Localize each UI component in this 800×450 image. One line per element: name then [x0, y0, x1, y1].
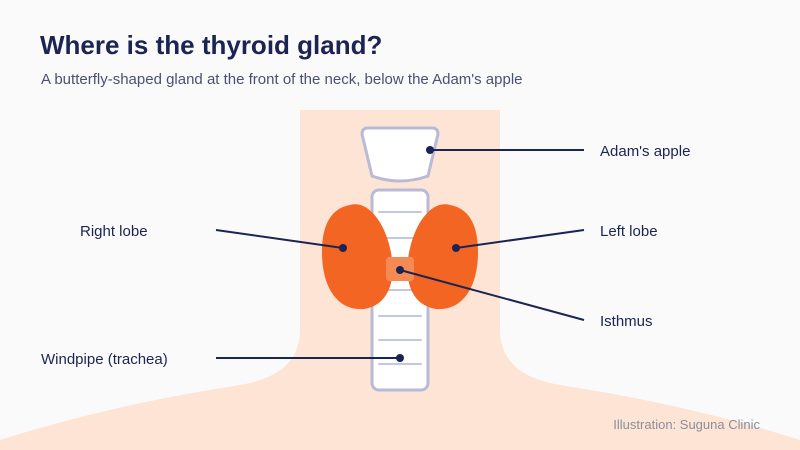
adams-apple-label: Adam's apple	[600, 143, 690, 160]
page-title: Where is the thyroid gland?	[40, 30, 383, 60]
right-lobe-leader	[215, 229, 344, 249]
right-lobe-shape	[322, 204, 393, 310]
left-lobe-leader	[455, 229, 585, 249]
isthmus-leader	[399, 269, 585, 321]
page-subtitle: A butterfly-shaped gland at the front of…	[41, 71, 523, 88]
isthmus-dot	[396, 266, 404, 274]
windpipe-label: Windpipe (trachea)	[41, 351, 168, 368]
right-lobe-dot	[339, 244, 347, 252]
right-lobe-label: Right lobe	[80, 223, 148, 240]
adams-apple-shape	[360, 126, 440, 183]
left-lobe-shape	[407, 204, 478, 310]
isthmus-label: Isthmus	[600, 313, 653, 330]
windpipe-dot	[396, 354, 404, 362]
left-lobe-label: Left lobe	[600, 223, 658, 240]
illustration-credit: Illustration: Suguna Clinic	[613, 417, 760, 432]
left-lobe-dot	[452, 244, 460, 252]
adams-apple-dot	[426, 146, 434, 154]
